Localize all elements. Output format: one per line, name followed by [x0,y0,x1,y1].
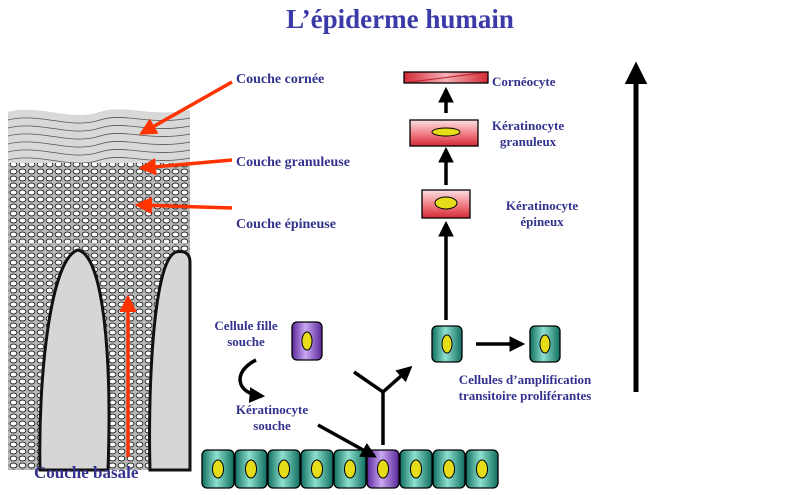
label-corneocyte: Cornéocyte [492,74,556,89]
arrow-epineuse [134,196,233,215]
daughter-stem-cell [291,321,323,361]
curved-arrow [238,358,266,403]
arrow-granuleuse [138,158,233,176]
process-arrows [238,61,648,458]
histology-image [7,109,192,472]
label-couche-epineuse: Couche épineuse [236,217,336,232]
keratinocyte-granuleux-cell [409,119,479,147]
arrow-to-stem-cell [317,423,377,458]
page-title: L’épiderme humain [286,4,514,34]
keratinocyte-epineux-cell [421,189,471,219]
amplification-cell-left [431,325,463,363]
label-couche-cornee: Couche cornée [236,72,325,87]
stem-cell [366,449,400,489]
label-couche-granuleuse: Couche granuleuse [236,155,350,170]
corneocyte-cell [403,71,489,84]
pointer-arrows [119,80,233,457]
branch-arrow [353,368,410,445]
arrow-cornee [138,80,233,135]
label-couche-basale: Couche basale [34,463,139,482]
amplification-cell-right [529,325,561,363]
basal-cell-row [201,449,499,489]
